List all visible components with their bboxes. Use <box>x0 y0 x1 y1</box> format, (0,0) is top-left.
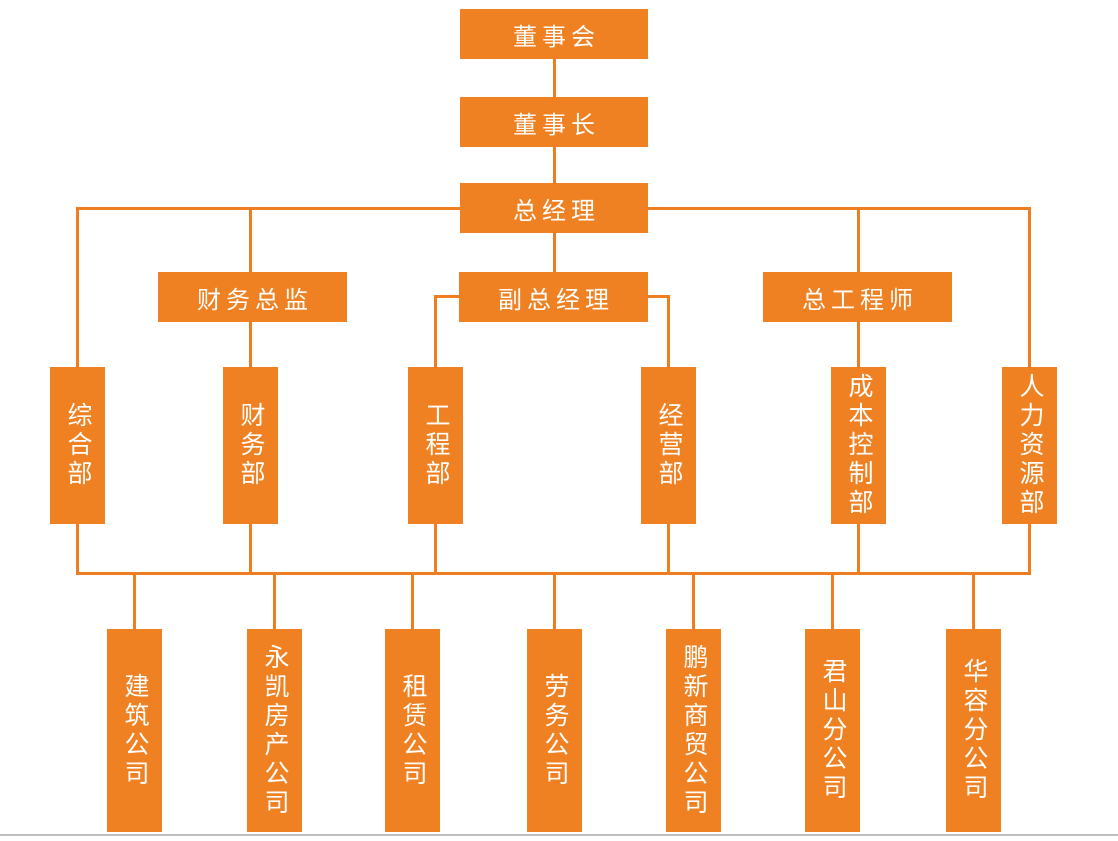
connector-bus-to-company <box>972 572 975 629</box>
org-node-company-yongkai-realestate: 永凯房产公司 <box>247 629 302 832</box>
page-bottom-border <box>0 834 1118 836</box>
org-node-company-leasing: 租赁公司 <box>385 629 440 832</box>
org-node-company-labor-services: 劳务公司 <box>527 629 582 832</box>
connector-drop-general-affairs <box>76 207 79 367</box>
org-node-label: 君山分公司 <box>819 658 847 803</box>
org-node-label: 总经理 <box>513 197 600 225</box>
org-node-dept-human-resources: 人力资源部 <box>1002 367 1057 524</box>
connector-bus-to-company <box>133 572 136 629</box>
connector-center-vertical <box>553 59 556 272</box>
org-node-label: 成本控制部 <box>845 373 873 518</box>
connector-bus-to-company <box>273 572 276 629</box>
connector-dept-to-bus <box>1028 524 1031 574</box>
org-node-label: 工程部 <box>422 402 450 489</box>
org-node-dept-operations: 经营部 <box>641 367 696 524</box>
org-node-finance-director: 财务总监 <box>158 272 347 322</box>
org-node-company-pengxin-trading: 鹏新商贸公司 <box>666 629 721 832</box>
org-node-dept-general-affairs: 综合部 <box>50 367 105 524</box>
org-node-deputy-general-manager: 副总经理 <box>459 272 648 322</box>
org-node-chairman: 董事长 <box>460 97 648 147</box>
org-node-dept-finance: 财务部 <box>223 367 278 524</box>
org-node-label: 董事长 <box>513 111 600 139</box>
org-node-chief-engineer: 总工程师 <box>763 272 952 322</box>
connector-deputy-left-elbow-horizontal <box>434 295 460 298</box>
connector-bus-to-company <box>553 572 556 629</box>
org-node-label: 总工程师 <box>802 286 918 314</box>
org-node-dept-cost-control: 成本控制部 <box>831 367 886 524</box>
connector-deputy-right-elbow-vertical <box>667 295 670 367</box>
connector-dept-to-bus <box>76 524 79 574</box>
connector-bus-to-company <box>411 572 414 629</box>
connector-deputy-left-elbow-vertical <box>434 295 437 367</box>
org-node-label: 经营部 <box>655 402 683 489</box>
org-node-label: 劳务公司 <box>541 672 569 789</box>
org-node-dept-engineering: 工程部 <box>408 367 463 524</box>
connector-dept-to-bus <box>667 524 670 574</box>
org-node-label: 建筑公司 <box>121 672 149 789</box>
org-node-label: 董事会 <box>513 23 600 51</box>
org-node-company-junshan-branch: 君山分公司 <box>805 629 860 832</box>
connector-bus-to-company <box>692 572 695 629</box>
connector-dept-to-bus <box>434 524 437 574</box>
org-node-board: 董事会 <box>460 9 648 59</box>
org-node-label: 财务部 <box>237 402 265 489</box>
org-node-label: 综合部 <box>64 402 92 489</box>
org-node-company-huarong-branch: 华容分公司 <box>946 629 1001 832</box>
connector-bus-to-company <box>831 572 834 629</box>
connector-dept-to-bus <box>249 524 252 574</box>
org-node-general-manager: 总经理 <box>460 183 648 233</box>
org-node-label: 人力资源部 <box>1016 373 1044 518</box>
org-node-label: 鹏新商贸公司 <box>680 643 708 818</box>
org-node-company-construction: 建筑公司 <box>107 629 162 832</box>
org-node-label: 租赁公司 <box>399 672 427 789</box>
connector-dept-to-bus <box>857 524 860 574</box>
connector-deputy-right-elbow-horizontal <box>647 295 670 298</box>
org-node-label: 财务总监 <box>197 286 313 314</box>
org-node-label: 华容分公司 <box>960 658 988 803</box>
org-node-label: 永凯房产公司 <box>261 643 289 818</box>
org-node-label: 副总经理 <box>498 286 614 314</box>
connector-drop-hr <box>1028 207 1031 367</box>
